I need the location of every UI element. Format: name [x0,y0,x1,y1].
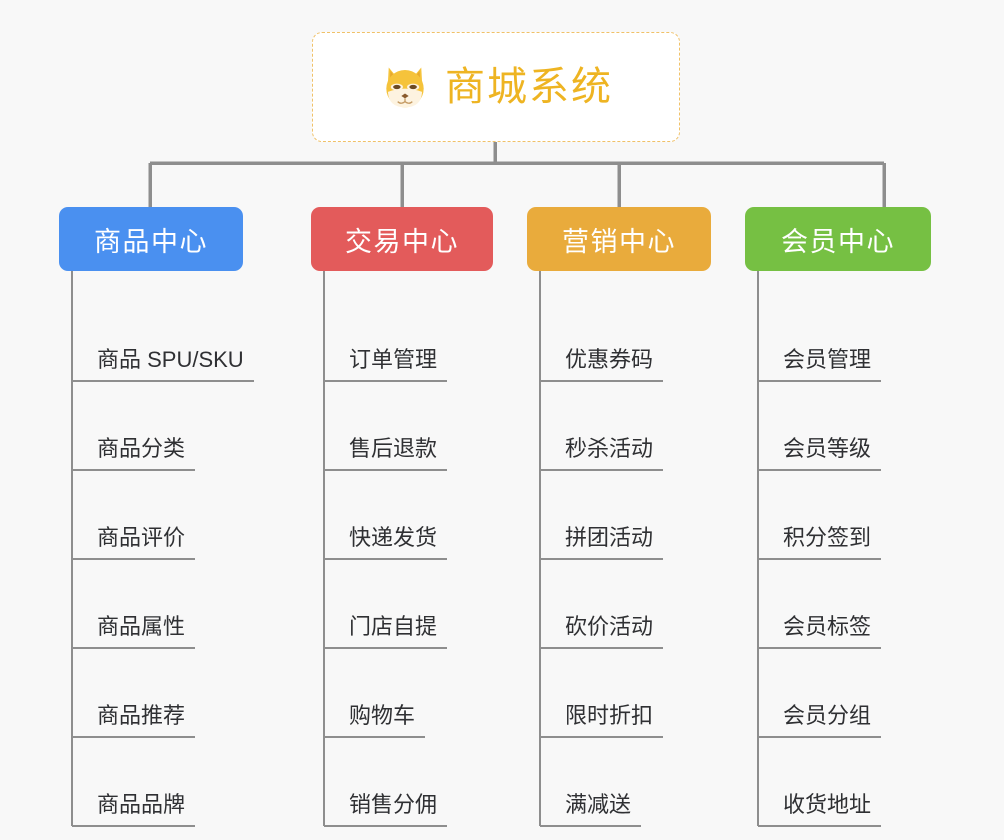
leaf-item[interactable]: 门店自提 [311,560,493,649]
leaf-item-label: 购物车 [349,702,416,728]
leaf-item[interactable]: 优惠券码 [527,293,711,382]
shiba-dog-icon [386,67,424,108]
leaf-item-label: 秒杀活动 [565,435,654,461]
leaf-item[interactable]: 会员等级 [745,382,931,471]
leaf-item[interactable]: 会员管理 [745,293,931,382]
leaf-item[interactable]: 会员标签 [745,560,931,649]
leaf-item-label: 订单管理 [349,346,438,372]
leaf-item-label: 积分签到 [783,524,872,550]
leaf-list-product-center: 商品 SPU/SKU 商品分类商品评价商品属性商品推荐商品品牌 [59,271,254,828]
leaf-item[interactable]: 积分签到 [745,471,931,560]
branch-header-marketing-center[interactable]: 营销中心 [527,207,711,271]
leaf-item[interactable]: 满减送 [527,738,711,827]
leaf-item-label: 会员分组 [783,702,872,728]
leaf-item[interactable]: 销售分佣 [311,738,493,827]
branch-product-center: 商品中心商品 SPU/SKU 商品分类商品评价商品属性商品推荐商品品牌 [59,207,254,828]
leaf-item[interactable]: 快递发货 [311,471,493,560]
leaf-item[interactable]: 收货地址 [745,738,931,827]
leaf-item-label: 商品分类 [97,435,186,461]
leaf-list-trade-center: 订单管理售后退款快递发货门店自提购物车销售分佣 [311,271,493,828]
branch-member-center: 会员中心会员管理会员等级积分签到会员标签会员分组收货地址 [745,207,931,828]
leaf-item-label: 商品推荐 [97,702,186,728]
leaf-item[interactable]: 商品评价 [59,471,243,560]
leaf-item[interactable]: 售后退款 [311,382,493,471]
leaf-item-label: 会员管理 [783,346,872,372]
leaf-item[interactable]: 订单管理 [311,293,493,382]
branch-trade-center: 交易中心订单管理售后退款快递发货门店自提购物车销售分佣 [311,207,493,828]
leaf-item-label: 商品评价 [97,524,186,550]
leaf-item-label: 满减送 [565,791,632,817]
branch-header-product-center[interactable]: 商品中心 [59,207,243,271]
leaf-item-label: 限时折扣 [565,702,654,728]
leaf-item-label: 商品 SPU/SKU [97,346,244,372]
leaf-item-label: 收货地址 [783,791,872,817]
branch-header-trade-center[interactable]: 交易中心 [311,207,493,271]
leaf-item[interactable]: 会员分组 [745,649,931,738]
leaf-item-label: 会员标签 [783,613,872,639]
leaf-item-label: 门店自提 [349,613,438,639]
leaf-item[interactable]: 秒杀活动 [527,382,711,471]
leaf-item[interactable]: 砍价活动 [527,560,711,649]
leaf-item[interactable]: 限时折扣 [527,649,711,738]
leaf-item[interactable]: 商品分类 [59,382,243,471]
leaf-item-label: 砍价活动 [565,613,654,639]
leaf-item[interactable]: 商品属性 [59,560,243,649]
leaf-item-label: 会员等级 [783,435,872,461]
leaf-item-label: 快递发货 [349,524,438,550]
leaf-list-member-center: 会员管理会员等级积分签到会员标签会员分组收货地址 [745,271,931,828]
leaf-item[interactable]: 拼团活动 [527,471,711,560]
leaf-item-label: 售后退款 [349,435,438,461]
leaf-item-label: 商品品牌 [97,791,186,817]
leaf-item-label: 销售分佣 [349,791,438,817]
leaf-list-marketing-center: 优惠券码秒杀活动拼团活动砍价活动限时折扣满减送 [527,271,711,828]
leaf-item-label: 拼团活动 [565,524,654,550]
leaf-item[interactable]: 商品品牌 [59,738,243,827]
branch-marketing-center: 营销中心优惠券码秒杀活动拼团活动砍价活动限时折扣满减送 [527,207,711,828]
leaf-item[interactable]: 购物车 [311,649,493,738]
branch-header-member-center[interactable]: 会员中心 [745,207,931,271]
root-title: 商城系统 [445,65,613,109]
leaf-item[interactable]: 商品 SPU/SKU [59,293,244,382]
leaf-item-label: 优惠券码 [565,346,654,372]
leaf-item[interactable]: 商品推荐 [59,649,243,738]
root-node[interactable]: 商城系统 [312,32,680,142]
leaf-item-label: 商品属性 [97,613,186,639]
